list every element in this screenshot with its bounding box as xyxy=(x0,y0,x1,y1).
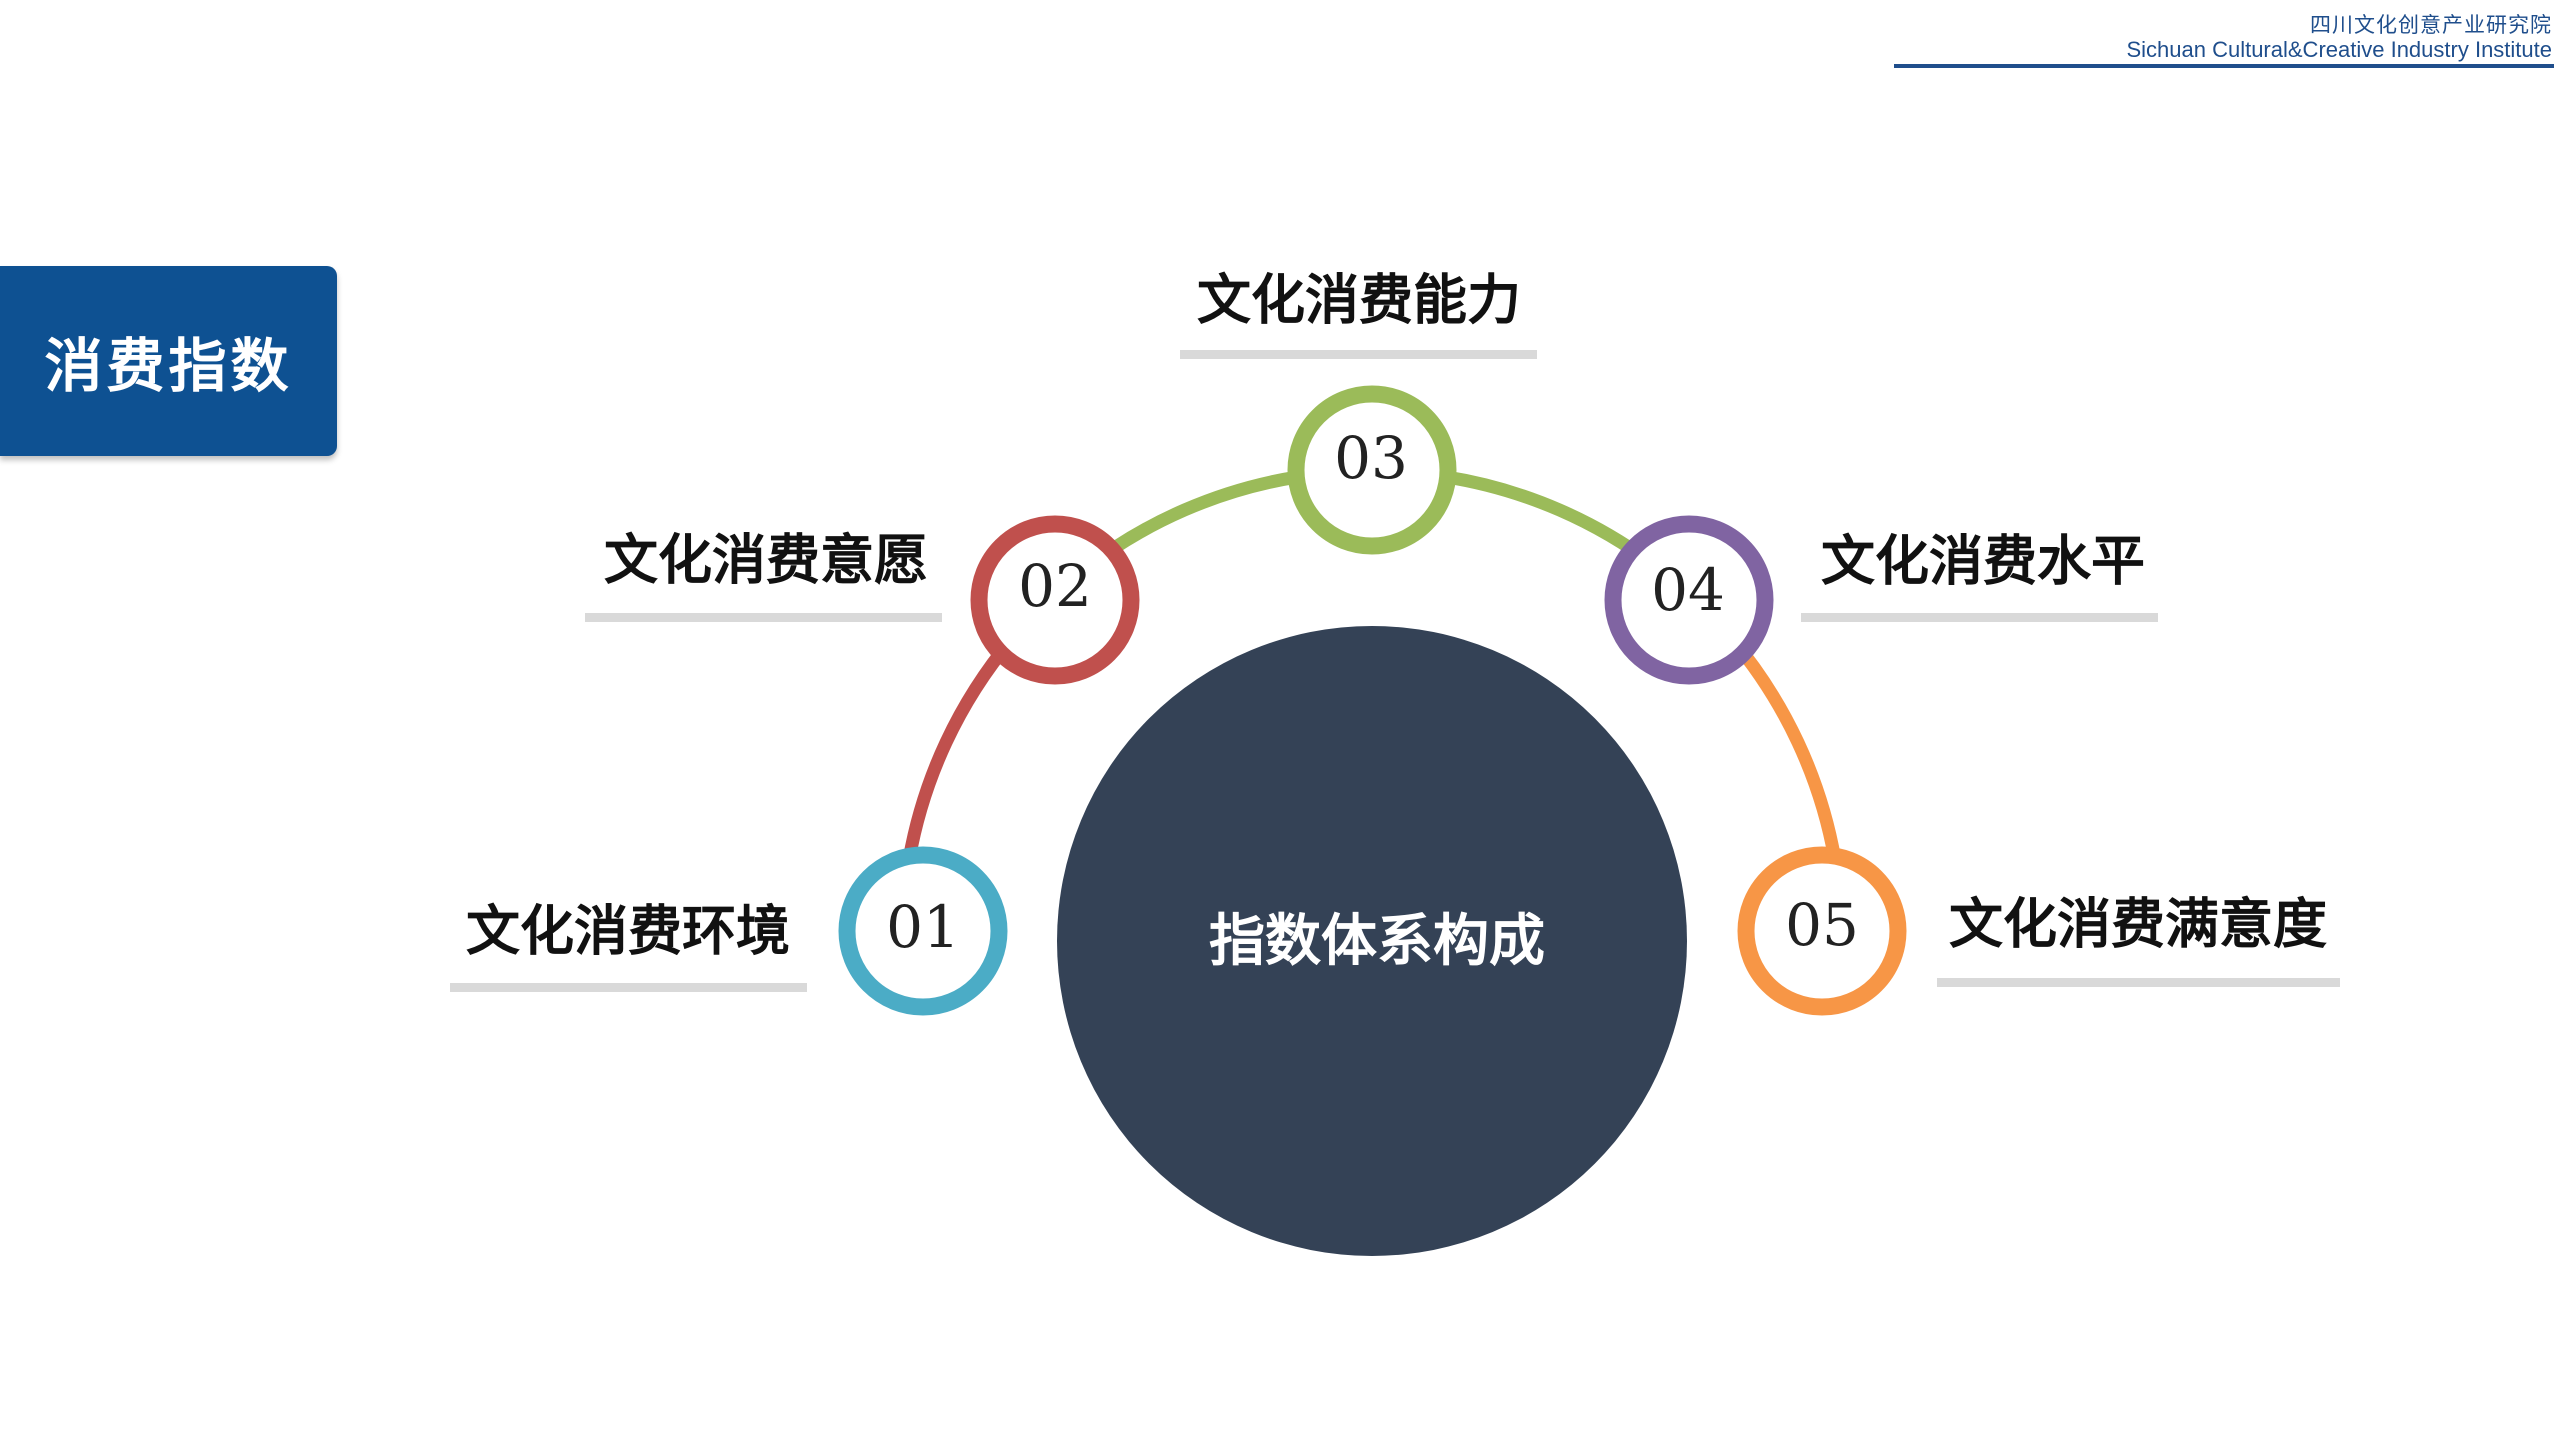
org-name-english: Sichuan Cultural&Creative Industry Insti… xyxy=(2126,37,2552,62)
node-04-underline xyxy=(1801,613,2158,622)
node-03-ring xyxy=(1287,385,1457,555)
node-05-ring xyxy=(1737,846,1907,1016)
section-tab: 消费指数 xyxy=(0,266,337,456)
node-01-underline xyxy=(450,983,807,992)
node-04-label: 文化消费水平 xyxy=(1821,530,2145,593)
node-05-underline xyxy=(1937,978,2340,987)
node-01-label: 文化消费环境 xyxy=(466,900,790,963)
node-03: 03 文化消费能力 xyxy=(1180,269,1537,555)
node-02-ring xyxy=(970,515,1140,685)
center-circle xyxy=(1057,626,1687,1256)
node-05: 05 文化消费满意度 xyxy=(1737,846,2340,1016)
node-01-ring xyxy=(838,846,1008,1016)
header-branding: 四川文化创意产业研究院 Sichuan Cultural&Creative In… xyxy=(2126,12,2552,62)
node-04: 04 文化消费水平 xyxy=(1604,515,2158,685)
section-title: 消费指数 xyxy=(44,332,293,400)
node-02-number: 02 xyxy=(1018,552,1092,620)
node-01-number: 01 xyxy=(886,893,960,961)
node-04-number: 04 xyxy=(1651,556,1725,624)
header-divider xyxy=(1894,64,2554,68)
node-02-underline xyxy=(585,613,942,622)
connector-arc-01-02 xyxy=(902,632,1019,866)
connector-arc-04-05 xyxy=(1725,632,1842,866)
org-name-chinese: 四川文化创意产业研究院 xyxy=(2310,13,2552,37)
node-02-label: 文化消费意愿 xyxy=(604,529,928,592)
node-02: 02 文化消费意愿 xyxy=(585,515,1140,685)
node-04-ring xyxy=(1604,515,1774,685)
node-05-label: 文化消费满意度 xyxy=(1949,893,2327,956)
node-03-number: 03 xyxy=(1334,424,1408,492)
node-03-label: 文化消费能力 xyxy=(1197,269,1521,332)
node-05-number: 05 xyxy=(1785,891,1859,959)
center-label: 指数体系构成 xyxy=(1209,909,1545,974)
node-03-underline xyxy=(1180,350,1537,359)
node-01: 01 文化消费环境 xyxy=(450,846,1008,1016)
